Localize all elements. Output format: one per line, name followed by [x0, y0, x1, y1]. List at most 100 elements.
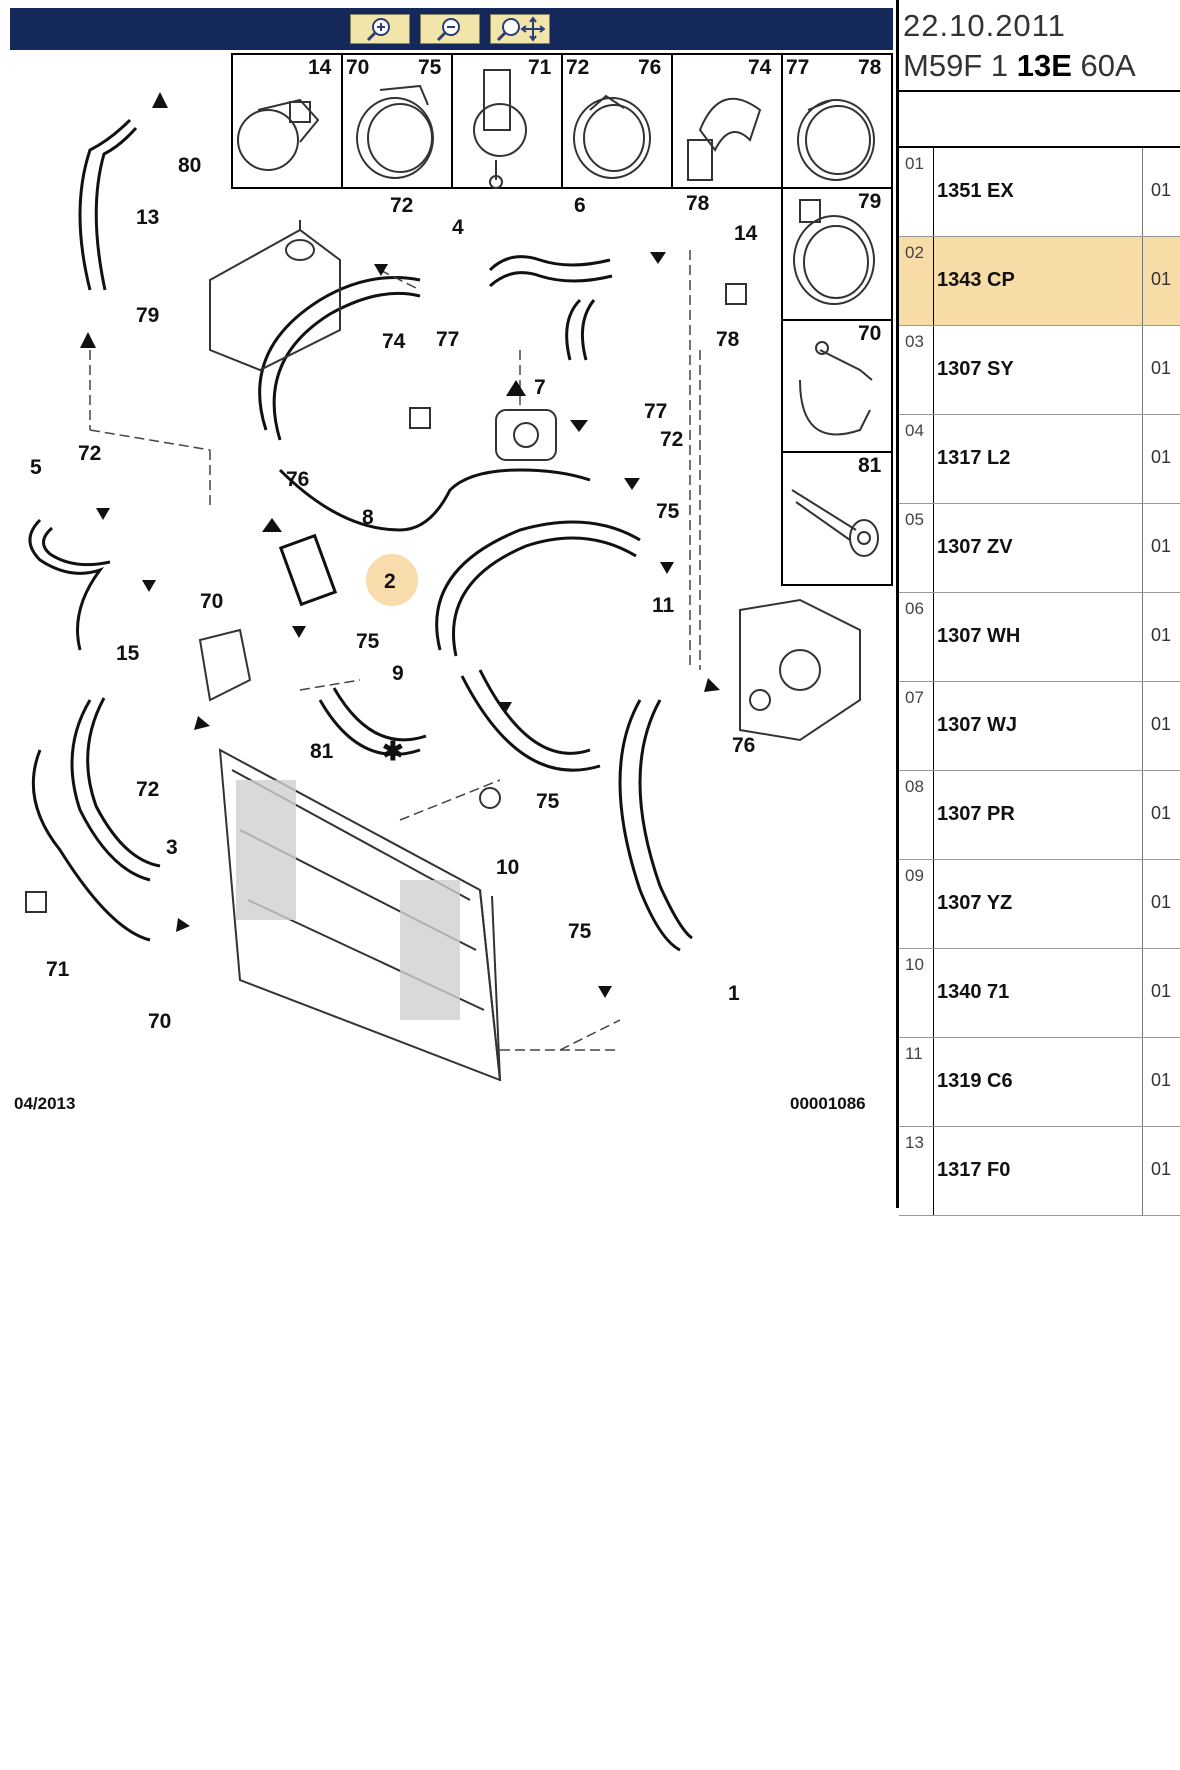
table-top-divider — [899, 146, 1180, 148]
part-reference[interactable]: 1307 YZ — [937, 892, 1013, 914]
callout-72-right: 72 — [660, 428, 683, 451]
column-divider — [1142, 148, 1143, 236]
callout-8: 8 — [362, 506, 374, 529]
selected-part-highlight — [366, 554, 418, 606]
callout-4: 4 — [452, 216, 464, 239]
part-reference[interactable]: 1307 WJ — [937, 714, 1018, 736]
thermostat-housing-drawing — [739, 598, 861, 742]
clamp-79-drawing — [793, 199, 875, 305]
clip-14-square — [725, 283, 747, 305]
oil-cooler-drawing — [495, 409, 557, 461]
part-quantity: 01 — [1151, 625, 1172, 645]
part-quantity: 01 — [1151, 358, 1172, 378]
column-divider — [1142, 326, 1143, 414]
column-divider — [1142, 504, 1143, 592]
column-divider — [933, 237, 934, 325]
column-divider — [1142, 682, 1143, 770]
column-divider — [1142, 237, 1143, 325]
callout-arrowheads — [80, 92, 720, 998]
part-index: 09 — [905, 866, 924, 885]
part-index: 11 — [905, 1044, 923, 1063]
callout-70-mid: 70 — [200, 590, 223, 613]
part-reference[interactable]: 1307 ZV — [937, 536, 1013, 558]
part-index: 06 — [905, 599, 924, 618]
callout-74: 74 — [382, 330, 406, 353]
part-quantity: 01 — [1151, 981, 1172, 1001]
catalog-date: 22.10.2011 — [903, 8, 1066, 43]
callout-74-label: 74 — [748, 56, 772, 79]
callout-76-right: 76 — [732, 734, 755, 757]
callout-70-box-label: 70 — [858, 322, 881, 345]
part-reference[interactable]: 1319 C6 — [937, 1070, 1013, 1092]
clamp-70-75-drawing — [356, 84, 434, 179]
column-divider — [1142, 1127, 1143, 1215]
part-reference[interactable]: 1343 CP — [937, 269, 1015, 291]
part-reference[interactable]: 1351 EX — [937, 180, 1014, 202]
pan-zoom-button[interactable] — [490, 14, 550, 44]
callout-80: 80 — [178, 154, 201, 177]
column-divider — [1142, 949, 1143, 1037]
callout-76-label: 76 — [638, 56, 661, 79]
callout-72-label: 72 — [566, 56, 589, 79]
part-quantity: 01 — [1151, 447, 1172, 467]
hose-drawings — [28, 118, 693, 952]
diagram-callout-labels: 80 13 79 72 4 6 78 14 74 77 7 78 77 5 72… — [30, 154, 758, 1033]
callout-77-label: 77 — [786, 56, 809, 79]
clip-71-square — [25, 891, 47, 913]
header-divider — [899, 90, 1180, 92]
screw-81-marker: ✱ — [382, 736, 404, 766]
callout-72-lower: 72 — [136, 778, 159, 801]
column-divider — [933, 593, 934, 681]
callout-75-right: 75 — [656, 500, 680, 523]
bracket-15-drawing — [198, 628, 252, 702]
column-divider — [1142, 415, 1143, 503]
part-reference[interactable]: 1340 71 — [937, 981, 1010, 1003]
callout-70-bottom: 70 — [148, 1010, 171, 1033]
part-reference[interactable]: 1307 WH — [937, 625, 1021, 647]
diagram-number: 00001086 — [790, 1094, 866, 1113]
magnifier-plus-icon — [366, 18, 390, 42]
magnifier-minus-icon — [436, 18, 460, 42]
part-reference[interactable]: 1307 SY — [937, 358, 1014, 380]
part-quantity: 01 — [1151, 714, 1172, 734]
column-divider — [933, 1127, 934, 1215]
catalog-code-prefix: M59F 1 — [903, 48, 1017, 83]
callout-71-label: 71 — [528, 56, 552, 79]
column-divider — [933, 1038, 934, 1126]
callout-9: 9 — [392, 662, 404, 685]
callout-71: 71 — [46, 958, 70, 981]
clamp-14-drawing — [237, 98, 320, 171]
column-divider — [933, 949, 934, 1037]
callout-72-left: 72 — [78, 442, 101, 465]
column-divider — [933, 504, 934, 592]
part-reference[interactable]: 1317 L2 — [937, 447, 1011, 469]
zoom-out-button[interactable] — [420, 14, 480, 44]
zoom-in-button[interactable] — [350, 14, 410, 44]
parts-table-row[interactable]: 06 1307 WH 01 — [899, 593, 1180, 682]
callout-77-mid: 77 — [644, 400, 667, 423]
leader-lines — [89, 250, 701, 1051]
diagram-viewer: ✱ 14 70 75 71 72 76 74 77 78 79 70 81 80… — [10, 8, 893, 1113]
screw-81-drawing — [791, 489, 879, 557]
part-reference[interactable]: 1317 F0 — [937, 1159, 1011, 1181]
radiator-drawing — [218, 748, 502, 1082]
clamp-72-76-drawing — [573, 94, 651, 179]
callout-72-tank: 72 — [390, 194, 413, 217]
part-reference[interactable]: 1307 PR — [937, 803, 1015, 825]
callout-3: 3 — [166, 836, 178, 859]
callout-79-label: 79 — [858, 190, 881, 213]
catalog-code: M59F 1 13E 60A — [903, 48, 1136, 84]
callout-13: 13 — [136, 206, 159, 229]
